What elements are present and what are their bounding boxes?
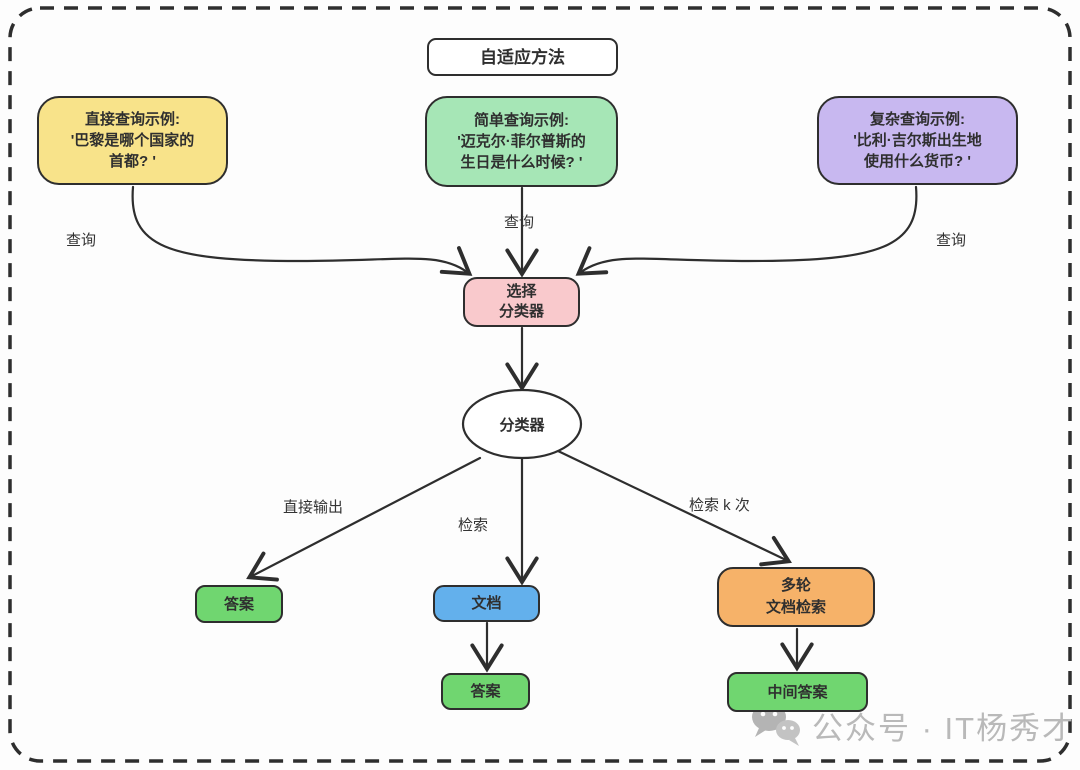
node-complex-query-example: 复杂查询示例: '比利·吉尔斯出生地 使用什么货币? ' <box>817 96 1018 185</box>
node-document: 文档 <box>433 585 540 622</box>
edge-label-retrieve: 检索 <box>458 517 489 534</box>
document-label: 文档 <box>471 595 502 612</box>
answer-direct-label: 答案 <box>223 595 254 613</box>
dashed-border <box>8 6 1072 763</box>
direct-example-line2: '巴黎是哪个国家的 <box>70 132 195 149</box>
edge-complex-to-selector <box>575 185 918 276</box>
node-title: 自适应方法 <box>427 38 618 76</box>
node-simple-query-example: 简单查询示例: '迈克尔·菲尔普斯的 生日是什么时候? ' <box>425 96 618 187</box>
edge-label-query-right: 查询 <box>936 232 967 249</box>
edge-label-direct-output: 直接输出 <box>283 499 344 516</box>
node-classifier: 分类器 <box>463 409 581 441</box>
title-label: 自适应方法 <box>480 47 565 67</box>
edge-label-retrieve-k: 检索 k 次 <box>689 497 750 514</box>
simple-example-line3: 生日是什么时候? ' <box>460 154 583 171</box>
edge-direct-to-selector <box>131 185 473 276</box>
intermediate-answer-label: 中间答案 <box>767 683 828 701</box>
node-multi-round-retrieval: 多轮 文档检索 <box>717 567 875 627</box>
complex-example-line3: 使用什么货币? ' <box>864 153 971 170</box>
complex-example-line2: '比利·吉尔斯出生地 <box>853 132 982 149</box>
node-intermediate-answer: 中间答案 <box>727 672 868 712</box>
simple-example-line2: '迈克尔·菲尔普斯的 <box>457 133 586 150</box>
edge-label-query-mid: 查询 <box>504 214 535 231</box>
answer-document-label: 答案 <box>470 683 501 700</box>
multiround-line1: 多轮 <box>780 577 811 594</box>
node-selector: 选择 分类器 <box>463 277 580 327</box>
selector-line2: 分类器 <box>498 303 544 320</box>
watermark-text: 公众号 · IT杨秀才 <box>812 710 1076 746</box>
direct-example-line1: 直接查询示例: <box>85 111 180 128</box>
edge-classifier-to-multiround <box>556 449 792 567</box>
node-answer-direct: 答案 <box>195 585 283 623</box>
edge-label-query-left: 查询 <box>66 232 97 249</box>
direct-example-line3: 首都? ' <box>109 153 156 170</box>
classifier-label: 分类器 <box>499 416 545 434</box>
multiround-line2: 文档检索 <box>765 599 826 616</box>
simple-example-line1: 简单查询示例: <box>474 112 569 129</box>
node-answer-document: 答案 <box>441 673 530 710</box>
edge-classifier-to-answer <box>246 456 482 582</box>
selector-line1: 选择 <box>506 283 537 300</box>
complex-example-line1: 复杂查询示例: <box>870 111 965 128</box>
classifier-ellipse <box>461 388 583 460</box>
node-direct-query-example: 直接查询示例: '巴黎是哪个国家的 首都? ' <box>37 96 228 185</box>
